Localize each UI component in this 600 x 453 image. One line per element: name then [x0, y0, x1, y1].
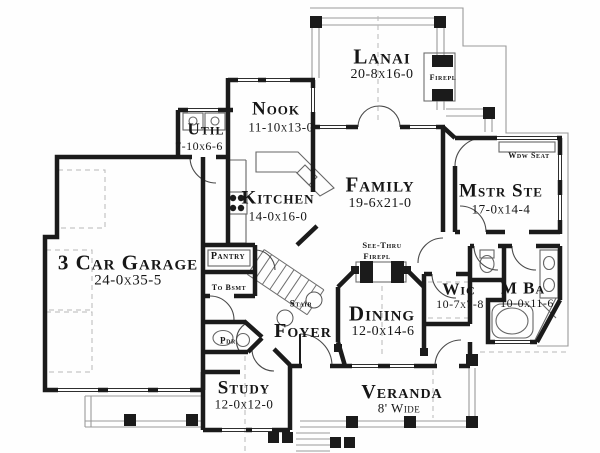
walls-layer [42, 77, 563, 433]
room-label-util: Util [187, 119, 225, 139]
washer-dryer [182, 112, 226, 131]
label-to-bsmt: To Bsmt [211, 283, 247, 292]
room-dims-lanai: 20-8x16-0 [350, 67, 414, 82]
label-firepl-lanai: Firepl [429, 73, 457, 82]
room-label-dining: Dining [348, 301, 416, 326]
posts-layer [124, 16, 495, 448]
walls-bath-wic [421, 243, 563, 352]
room-label-mstr-ste: Mstr Ste [459, 180, 543, 202]
bathtub [491, 303, 534, 339]
walls-garage [42, 154, 228, 393]
pantry-shelves [207, 249, 251, 267]
room-dims-kitchen: 14-0x16-0 [248, 208, 308, 224]
room-dims-util: 7-10x6-6 [175, 139, 223, 153]
room-dims-veranda: 8' Wide [377, 400, 421, 416]
room-dims-mstr-ste: 17-0x14-4 [471, 201, 531, 217]
kitchen-island [255, 151, 335, 197]
walls-util-nook [175, 77, 316, 247]
room-dims-family: 19-6x21-0 [348, 196, 412, 211]
toilet-master [479, 249, 495, 274]
room-label-kitchen: Kitchen [241, 187, 315, 209]
label-firepl-dining: Firepl [363, 250, 391, 261]
room-label-nook: Nook [251, 98, 301, 120]
label-wdw-seat: Wdw Seat [508, 151, 550, 160]
fireplace-see-thru [355, 261, 407, 283]
room-dims-nook: 11-10x13-0 [248, 119, 314, 135]
dashed-lines [45, 16, 566, 452]
label-pdr: Pdr [220, 335, 236, 346]
window-seat [498, 141, 556, 153]
room-label-study: Study [217, 377, 271, 399]
label-pantry: Pantry [210, 251, 246, 262]
room-label-lanai: Lanai [353, 44, 411, 69]
room-dims-garage: 24-0x35-5 [94, 272, 162, 289]
stair-treads [247, 249, 325, 327]
windows-layer [58, 78, 562, 432]
room-label-wic: Wic [442, 279, 476, 299]
room-label-garage: 3 Car Garage [57, 250, 199, 275]
range-burners [229, 194, 245, 212]
walls-master [452, 135, 563, 235]
room-label-veranda: Veranda [361, 381, 443, 403]
label-stair: Stair [289, 298, 313, 309]
room-dims-study: 12-0x12-0 [214, 396, 274, 412]
room-label-family: Family [345, 172, 415, 197]
walls-study-pdr [200, 242, 293, 433]
room-label-m-ba: M Ba [500, 278, 546, 298]
walls-dining [335, 267, 426, 367]
label-see-thru: See-Thru [362, 239, 402, 250]
walls-family [295, 124, 457, 247]
room-dims-wic: 10-7x7-8 [436, 297, 484, 311]
walls-south [290, 342, 473, 369]
room-dims-m-ba: 10-0x11-6 [500, 296, 554, 310]
roof-outline [84, 7, 569, 452]
fireplace-lanai [423, 52, 456, 102]
room-label-foyer: Foyer [274, 320, 332, 342]
room-dims-dining: 12-0x14-6 [351, 324, 415, 339]
